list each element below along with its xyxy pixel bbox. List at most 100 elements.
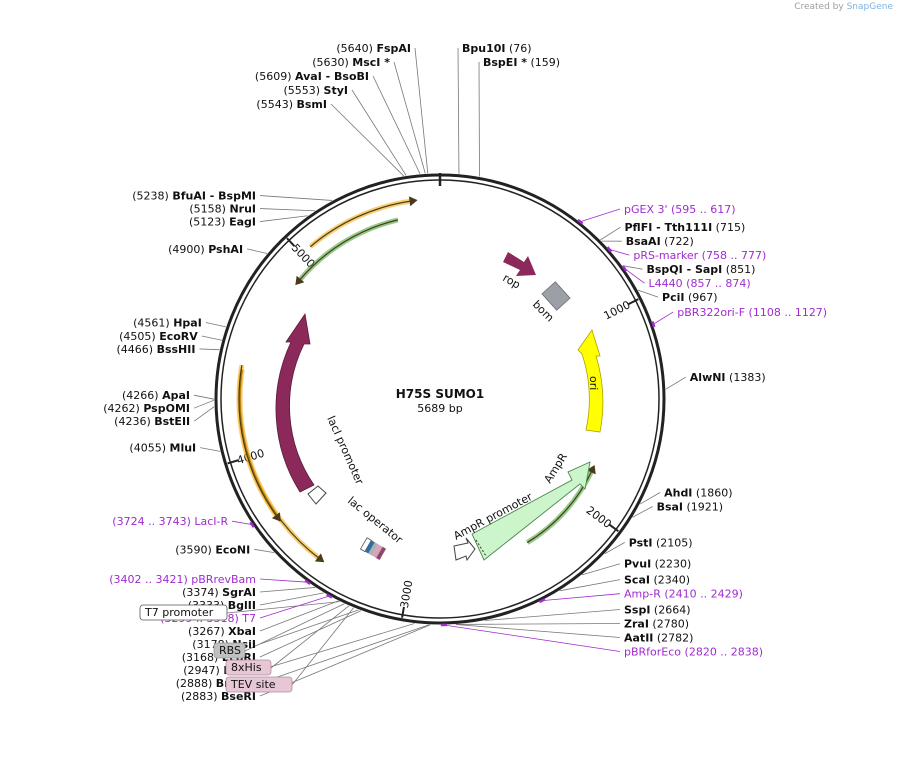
plasmid-name: H75S SUMO1 xyxy=(396,387,484,401)
primer-label-pbrforeco[interactable]: pBRforEco (2820 .. 2838) xyxy=(624,646,763,659)
box-label-tev-site: TEV site xyxy=(230,678,276,691)
orf-4-halo xyxy=(299,220,398,281)
leader-pspomi xyxy=(194,400,214,408)
primer-label-amp-r[interactable]: Amp-R (2410 .. 2429) xyxy=(624,588,743,601)
tick-label-3000: 3000 xyxy=(398,579,416,609)
box-label-t7-promoter: T7 promoter xyxy=(144,606,214,619)
site-label-sgrai[interactable]: (3374) SgrAI xyxy=(182,586,256,599)
site-label-bsaai[interactable]: BsaAI (722) xyxy=(626,235,694,248)
site-label-ecorv[interactable]: (4505) EcoRV xyxy=(119,330,198,343)
leader-t7 xyxy=(260,596,329,618)
site-label-pspomi[interactable]: (4262) PspOMI xyxy=(103,402,190,415)
lac-operator-block[interactable] xyxy=(361,538,387,560)
leader-laci-r xyxy=(232,521,252,524)
leader-pgex-3 xyxy=(580,209,620,222)
leader-pbrrevbam xyxy=(260,579,308,582)
site-label-aatii[interactable]: AatII (2782) xyxy=(624,632,693,645)
leader-bpu10i xyxy=(458,48,459,174)
site-label-avai-bsobi[interactable]: (5609) AvaI - BsoBI xyxy=(255,70,369,83)
leader-ecorv xyxy=(202,336,222,340)
leader-bsteii xyxy=(194,407,214,422)
site-label-bsteii[interactable]: (4236) BstEII xyxy=(114,415,190,428)
primer-label-l4440[interactable]: L4440 (857 .. 874) xyxy=(649,277,751,290)
site-label-bsshii[interactable]: (4466) BssHII xyxy=(116,343,195,356)
leader-bsshii xyxy=(199,349,219,350)
tick-label-1000: 1000 xyxy=(602,298,633,322)
leader-bglii xyxy=(260,593,324,605)
site-label-econi[interactable]: (3590) EcoNI xyxy=(175,543,250,556)
plasmid-length: 5689 bp xyxy=(417,402,462,415)
leader-hpai xyxy=(206,323,226,327)
leader-bmgbi xyxy=(260,625,429,683)
primer-label-pbrrevbam[interactable]: (3402 .. 3421) pBRrevBam xyxy=(109,573,256,586)
leader-zrai xyxy=(456,624,620,625)
laci-feature[interactable] xyxy=(276,314,314,492)
lac-operator-label: lac operator xyxy=(345,494,405,546)
site-label-pshai[interactable]: (4900) PshAI xyxy=(168,243,243,256)
leader-eagi xyxy=(260,216,308,222)
site-label-mlui[interactable]: (4055) MluI xyxy=(129,442,196,455)
site-label-msci[interactable]: (5630) MscI * xyxy=(312,56,390,69)
laci-promoter[interactable] xyxy=(308,486,326,504)
leader-sspi xyxy=(485,610,620,621)
site-label-bspei[interactable]: BspEI * (159) xyxy=(483,56,560,69)
site-label-bsai[interactable]: BsaI (1921) xyxy=(657,501,724,514)
site-label-bsmi[interactable]: (5543) BsmI xyxy=(256,98,327,111)
site-label-bspqi-sapi[interactable]: BspQI - SapI (851) xyxy=(646,263,755,276)
site-label-eagi[interactable]: (5123) EagI xyxy=(189,216,256,229)
snapgene-logo: SnapGene xyxy=(847,2,893,12)
leader-fspai xyxy=(415,48,428,173)
leader-box-rbs xyxy=(245,604,344,651)
box-label-rbs: RBS xyxy=(219,644,241,657)
leader-pflfi-tth111i xyxy=(600,227,620,240)
site-label-hpai[interactable]: (4561) HpaI xyxy=(133,317,202,330)
site-label-bpu10i[interactable]: Bpu10I (76) xyxy=(462,42,532,55)
site-label-alwni[interactable]: AlwNI (1383) xyxy=(690,371,766,384)
site-label-pflfi-tth111i[interactable]: PflFI - Tth111I (715) xyxy=(624,221,745,234)
site-label-ahdi[interactable]: AhdI (1860) xyxy=(664,487,732,500)
site-label-fspai[interactable]: (5640) FspAI xyxy=(336,42,411,55)
leader-pshai xyxy=(247,249,267,254)
laci-promoter-label: lacI promoter xyxy=(324,414,366,487)
leader-box-tev-site xyxy=(292,608,354,685)
orf-3-halo xyxy=(239,365,277,517)
ori-label: ori xyxy=(587,376,600,390)
site-labels: Bpu10I (76)BspEI * (159) pGEX 3' (595 .. … xyxy=(103,42,827,703)
site-label-psti[interactable]: PstI (2105) xyxy=(629,536,693,549)
leader-aatii xyxy=(456,624,620,637)
site-label-pcii[interactable]: PciI (967) xyxy=(662,291,718,304)
leader-msci xyxy=(394,62,425,173)
site-label-nrui[interactable]: (5158) NruI xyxy=(189,203,256,216)
laci-label: lacI xyxy=(288,406,301,425)
site-label-pvui[interactable]: PvuI (2230) xyxy=(624,558,691,571)
site-label-xbai[interactable]: (3267) XbaI xyxy=(188,625,256,638)
primer-label-laci-r[interactable]: (3724 .. 3743) LacI-R xyxy=(112,515,228,528)
primer-label-pgex-3[interactable]: pGEX 3' (595 .. 617) xyxy=(624,203,736,216)
box-label-8xhis: 8xHis xyxy=(231,661,262,674)
primer-label-prs-marker[interactable]: pRS-marker (758 .. 777) xyxy=(633,249,766,262)
site-label-styi[interactable]: (5553) StyI xyxy=(283,84,348,97)
leader-alwni xyxy=(666,377,686,389)
snapgene-credit: Created by SnapGene xyxy=(794,2,893,12)
site-label-bfuai-bspmi[interactable]: (5238) BfuAI - BspMI xyxy=(132,190,256,203)
tick-label-2000: 2000 xyxy=(584,504,614,531)
leader-box-8xhis xyxy=(271,606,349,668)
leader-avai-bsobi xyxy=(373,76,420,174)
site-label-sspi[interactable]: SspI (2664) xyxy=(624,604,691,617)
primer-label-pbr322ori-f[interactable]: pBR322ori-F (1108 .. 1127) xyxy=(677,306,827,319)
site-label-zrai[interactable]: ZraI (2780) xyxy=(624,618,689,631)
ampr-label: AmpR xyxy=(542,451,571,486)
leader-bfuai-bspmi xyxy=(260,196,332,201)
orf-1-arrowhead xyxy=(409,196,418,206)
leader-mlui xyxy=(200,448,220,452)
leader-amp-r xyxy=(542,594,620,601)
site-label-apai[interactable]: (4266) ApaI xyxy=(122,389,190,402)
orf-4[interactable] xyxy=(299,220,398,281)
leader-nsii xyxy=(260,610,359,644)
leader-lines xyxy=(194,48,686,696)
leader-econi xyxy=(254,549,274,552)
site-label-scai[interactable]: ScaI (2340) xyxy=(624,574,690,587)
leader-apai xyxy=(194,395,214,399)
